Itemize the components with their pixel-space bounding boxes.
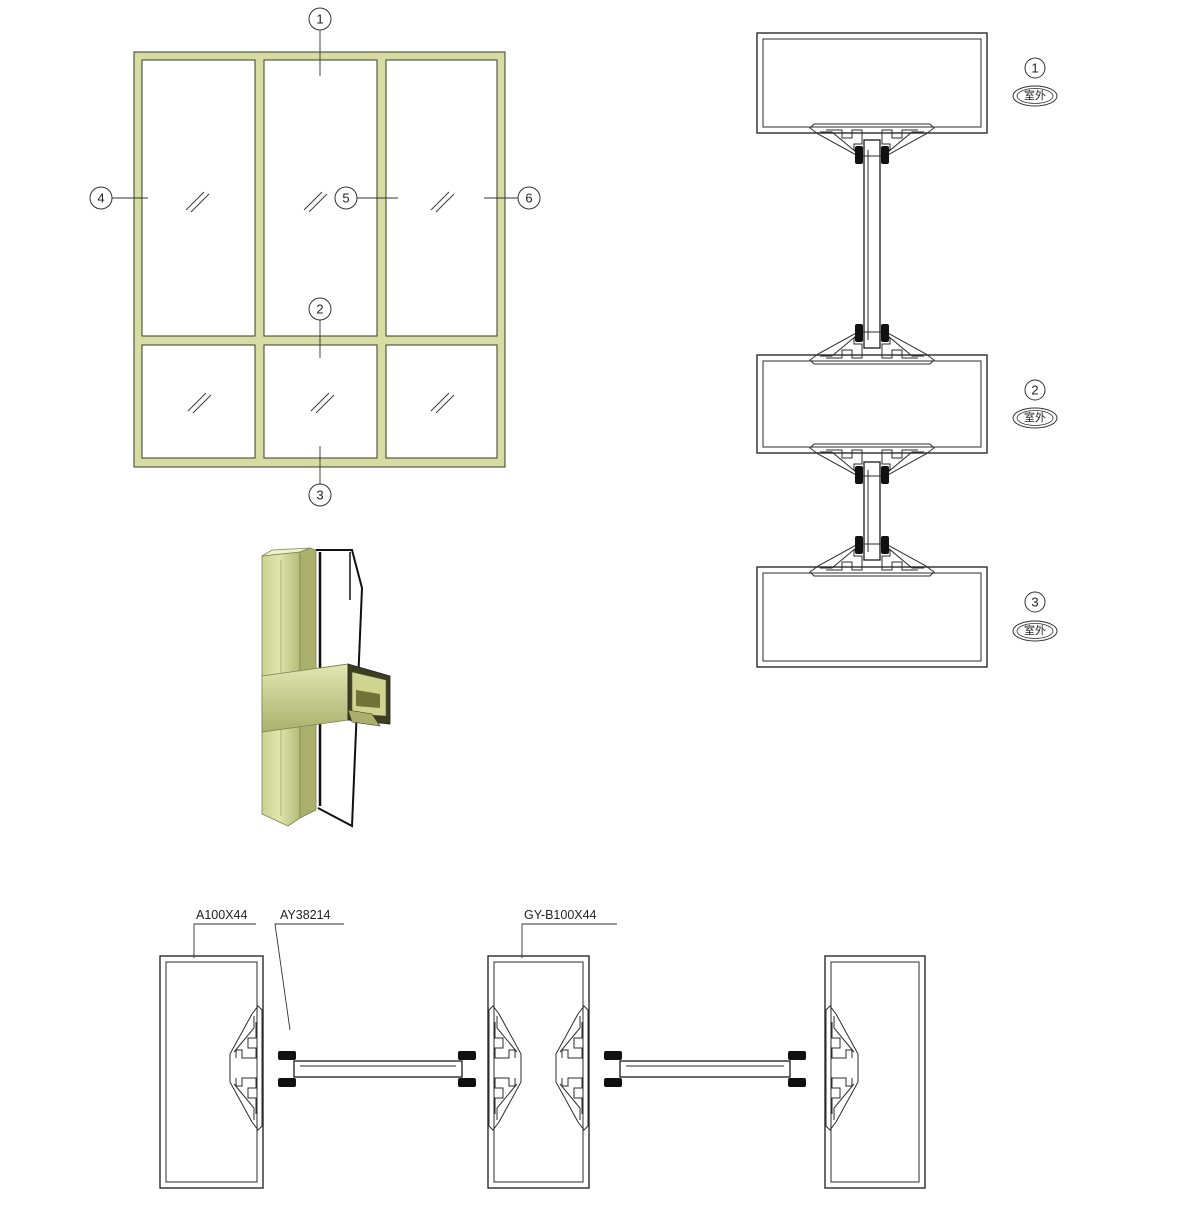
gasket-icon xyxy=(855,146,889,554)
elevation-view: 1 2 3 4 5 6 xyxy=(89,7,541,507)
svg-text:室外: 室外 xyxy=(1024,88,1046,102)
gasket-icon xyxy=(278,1051,806,1087)
callout-6: 6 xyxy=(517,186,541,210)
glass-pane xyxy=(386,345,497,458)
svg-text:3: 3 xyxy=(316,488,323,503)
svg-text:GY-B100X44: GY-B100X44 xyxy=(524,908,597,922)
callout-3: 3 xyxy=(308,483,332,507)
callout-5: 5 xyxy=(334,186,358,210)
callout-2: 2 xyxy=(308,297,332,321)
svg-text:3: 3 xyxy=(1031,595,1038,610)
section-tag-2: 2 室外 xyxy=(1012,379,1058,429)
svg-text:2: 2 xyxy=(316,302,323,317)
glass-pane xyxy=(386,60,497,336)
callout-1: 1 xyxy=(308,7,332,31)
label-gy-b100x44: GY-B100X44 xyxy=(521,908,617,958)
glass-hatch-icon xyxy=(185,191,455,414)
svg-text:A100X44: A100X44 xyxy=(196,908,247,922)
svg-text:4: 4 xyxy=(97,191,104,206)
vertical-section: 1 室外 2 室外 3 室外 xyxy=(756,32,1058,668)
profile-3d-view xyxy=(261,547,391,828)
svg-text:1: 1 xyxy=(316,12,323,27)
svg-text:室外: 室外 xyxy=(1024,410,1046,424)
callout-4: 4 xyxy=(89,186,113,210)
horizontal-section: A100X44 AY38214 GY-B100X44 xyxy=(159,908,926,1189)
section-tag-3: 3 室外 xyxy=(1012,591,1058,642)
glass-pane xyxy=(142,345,255,458)
label-a100x44: A100X44 xyxy=(193,908,256,958)
svg-text:AY38214: AY38214 xyxy=(280,908,331,922)
svg-text:1: 1 xyxy=(1031,61,1038,76)
label-ay38214: AY38214 xyxy=(274,908,344,1031)
svg-text:室外: 室外 xyxy=(1024,623,1046,637)
section-tag-1: 1 室外 xyxy=(1012,57,1058,107)
svg-text:5: 5 xyxy=(342,191,349,206)
svg-text:6: 6 xyxy=(525,191,532,206)
svg-text:2: 2 xyxy=(1031,383,1038,398)
